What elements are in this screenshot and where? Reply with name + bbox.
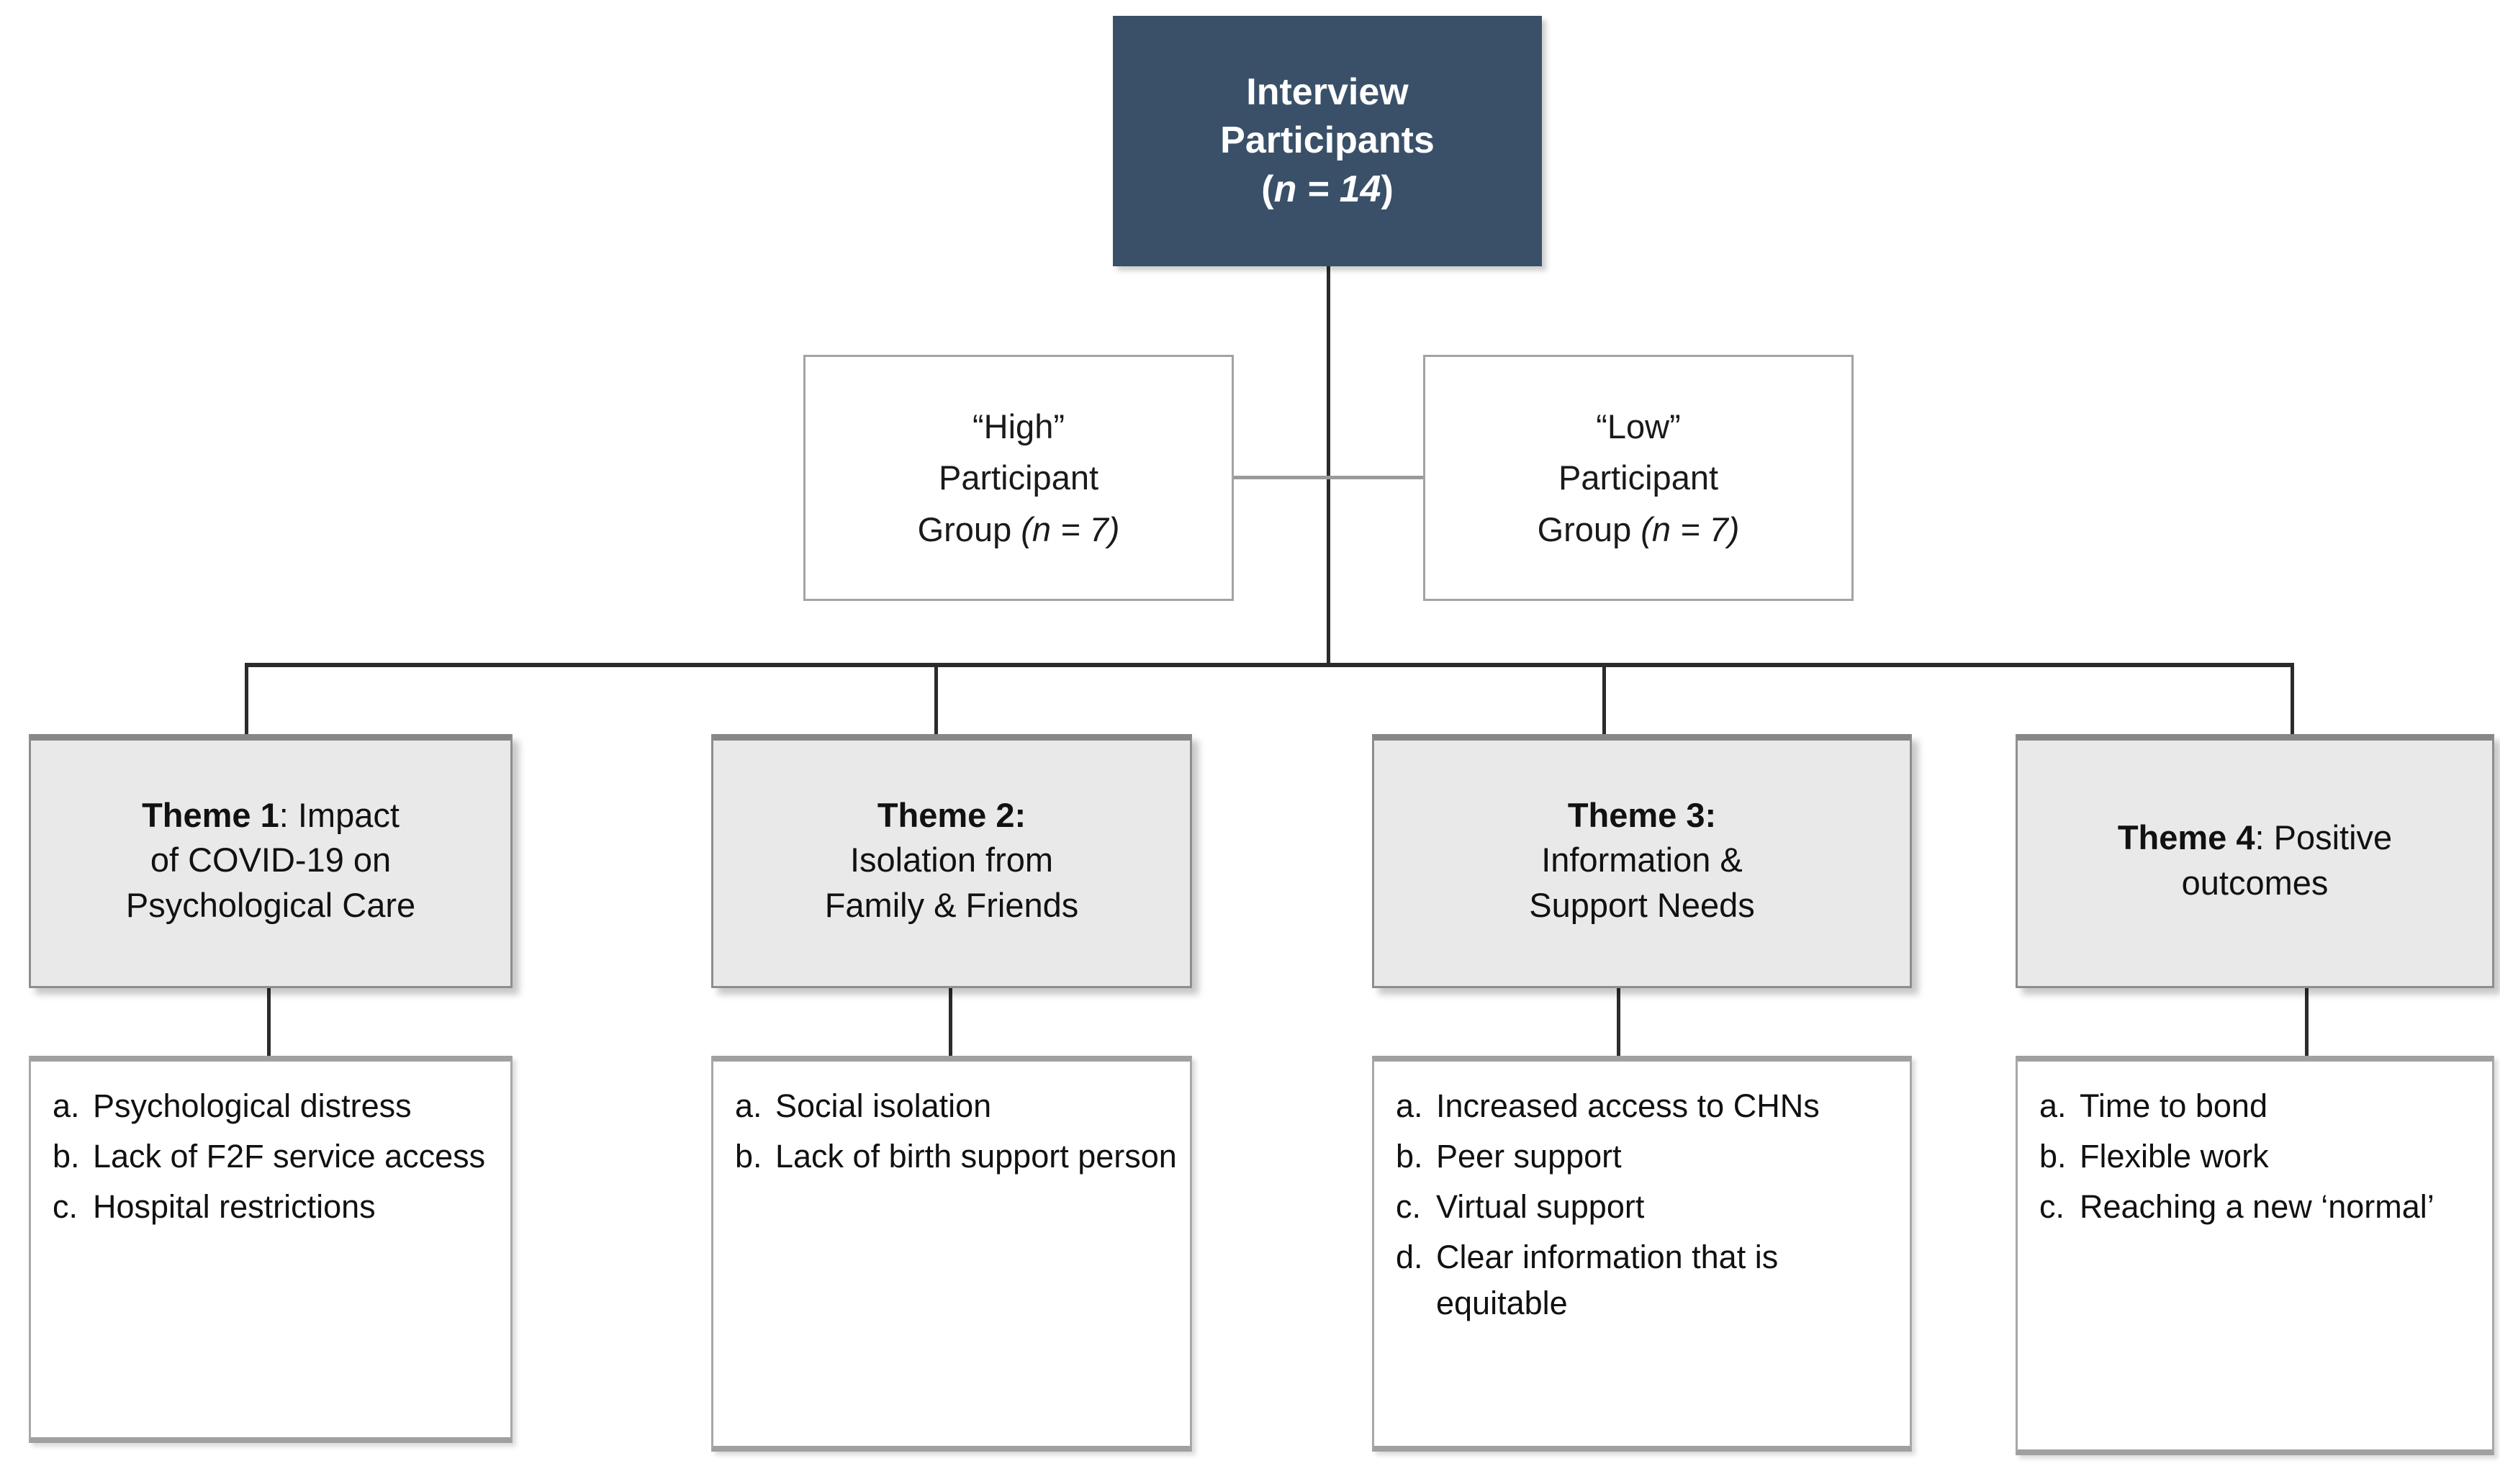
- list-item-text: Social isolation: [775, 1087, 992, 1124]
- connector-root-trunk: [1327, 266, 1330, 666]
- root-paren-close: ): [1381, 168, 1394, 210]
- detail-list-theme-1: a. Psychological distress b. Lack of F2F…: [53, 1083, 497, 1234]
- connector-theme-1-to-detail: [267, 987, 271, 1058]
- theme-box-1[interactable]: Theme 1: Impact of COVID-19 on Psycholog…: [29, 734, 513, 988]
- group-low-line-1: “Low”: [1596, 407, 1681, 445]
- root-sample-size: n = 14: [1273, 168, 1381, 210]
- list-item: c. Reaching a new ‘normal’: [2039, 1184, 2479, 1230]
- connector-drop-theme-1: [245, 663, 248, 737]
- list-marker: b.: [53, 1137, 80, 1175]
- list-item-text: Increased access to CHNs: [1436, 1087, 1820, 1124]
- theme-box-3[interactable]: Theme 3: Information & Support Needs: [1372, 734, 1912, 988]
- group-high-sample-size: (n = 7): [1021, 510, 1120, 548]
- group-box-low[interactable]: “Low” Participant Group (n = 7): [1423, 355, 1854, 601]
- root-paren-open: (: [1261, 168, 1274, 210]
- list-marker: a.: [53, 1087, 80, 1124]
- group-high-line-1: “High”: [973, 407, 1065, 445]
- list-marker: b.: [2039, 1137, 2067, 1175]
- theme-box-2[interactable]: Theme 2: Isolation from Family & Friends: [711, 734, 1192, 988]
- root-box-interview-participants[interactable]: Interview Participants (n = 14): [1113, 16, 1542, 266]
- detail-box-theme-3[interactable]: a. Increased access to CHNs b. Peer supp…: [1372, 1056, 1912, 1452]
- list-marker: c.: [2039, 1187, 2065, 1225]
- theme-2-label: Theme 2:: [877, 795, 1026, 834]
- list-item-text: Flexible work: [2080, 1137, 2269, 1175]
- theme-box-4[interactable]: Theme 4: Positive outcomes: [2016, 734, 2494, 988]
- theme-3-line-3: Support Needs: [1529, 885, 1755, 924]
- group-high-line-2: Participant: [938, 458, 1099, 497]
- list-marker: a.: [1396, 1087, 1423, 1124]
- list-item-text: Clear information that is equitable: [1436, 1238, 1779, 1321]
- theme-4-rest: : Positive: [2255, 818, 2393, 856]
- connector-distribution-bar: [245, 663, 2294, 667]
- detail-list-theme-2: a. Social isolation b. Lack of birth sup…: [735, 1083, 1177, 1184]
- connector-theme-3-to-detail: [1617, 987, 1620, 1058]
- theme-3-line-1: Theme 3:: [1386, 793, 1898, 838]
- detail-box-theme-4[interactable]: a. Time to bond b. Flexible work c. Reac…: [2016, 1056, 2494, 1455]
- root-line-1: Interview: [1246, 71, 1409, 113]
- group-box-high[interactable]: “High” Participant Group (n = 7): [803, 355, 1234, 601]
- root-line-3: (n = 14): [1126, 166, 1529, 214]
- list-item: b. Lack of birth support person: [735, 1134, 1177, 1180]
- theme-1-line-3: Psychological Care: [125, 885, 416, 924]
- detail-box-theme-1[interactable]: a. Psychological distress b. Lack of F2F…: [29, 1056, 513, 1443]
- list-item-text: Lack of F2F service access: [93, 1137, 486, 1175]
- theme-1-rest: : Impact: [279, 795, 400, 834]
- connector-drop-theme-3: [1602, 663, 1606, 737]
- list-item: a. Psychological distress: [53, 1083, 497, 1129]
- list-item-text: Psychological distress: [93, 1087, 412, 1124]
- list-item-text: Lack of birth support person: [775, 1137, 1177, 1175]
- root-line-2: Participants: [1220, 119, 1435, 162]
- theme-4-line-1: Theme 4: Positive: [2029, 815, 2481, 861]
- list-item: b. Flexible work: [2039, 1134, 2479, 1180]
- theme-4-line-2: outcomes: [2181, 863, 2329, 902]
- list-item-text: Peer support: [1436, 1137, 1622, 1175]
- connector-drop-theme-4: [2291, 663, 2294, 737]
- list-marker: b.: [1396, 1137, 1423, 1175]
- theme-2-line-3: Family & Friends: [824, 885, 1079, 924]
- group-low-line-3: Group (n = 7): [1435, 504, 1841, 555]
- connector-drop-theme-2: [934, 663, 938, 737]
- theme-3-label: Theme 3:: [1567, 795, 1717, 834]
- list-item: a. Increased access to CHNs: [1396, 1083, 1897, 1129]
- list-item: c. Hospital restrictions: [53, 1184, 497, 1230]
- theme-1-label: Theme 1: [142, 795, 279, 834]
- theme-1-line-1: Theme 1: Impact: [42, 793, 499, 838]
- list-marker: a.: [735, 1087, 762, 1124]
- list-marker: c.: [1396, 1187, 1422, 1225]
- group-high-line-3: Group (n = 7): [816, 504, 1222, 555]
- list-item: b. Lack of F2F service access: [53, 1134, 497, 1180]
- theme-1-line-2: of COVID-19 on: [150, 841, 392, 879]
- group-low-line-2: Participant: [1558, 458, 1719, 497]
- list-item-text: Time to bond: [2080, 1087, 2267, 1124]
- theme-3-line-2: Information &: [1541, 841, 1743, 879]
- group-low-group-label: Group: [1537, 510, 1641, 548]
- detail-box-theme-2[interactable]: a. Social isolation b. Lack of birth sup…: [711, 1056, 1192, 1452]
- group-high-group-label: Group: [917, 510, 1021, 548]
- list-item: b. Peer support: [1396, 1134, 1897, 1180]
- list-marker: b.: [735, 1137, 762, 1175]
- detail-list-theme-3: a. Increased access to CHNs b. Peer supp…: [1396, 1083, 1897, 1330]
- list-item-text: Virtual support: [1436, 1187, 1645, 1225]
- group-low-sample-size: (n = 7): [1641, 510, 1740, 548]
- connector-group-link: [1232, 476, 1425, 479]
- list-item-text: Hospital restrictions: [93, 1187, 376, 1225]
- list-item: d. Clear information that is equitable: [1396, 1234, 1897, 1326]
- list-marker: a.: [2039, 1087, 2067, 1124]
- connector-theme-2-to-detail: [949, 987, 952, 1058]
- detail-list-theme-4: a. Time to bond b. Flexible work c. Reac…: [2039, 1083, 2479, 1234]
- list-item: a. Time to bond: [2039, 1083, 2479, 1129]
- list-marker: d.: [1396, 1238, 1423, 1275]
- theme-4-label: Theme 4: [2117, 818, 2255, 856]
- theme-2-line-2: Isolation from: [849, 841, 1054, 879]
- list-item: c. Virtual support: [1396, 1184, 1897, 1230]
- list-item-text: Reaching a new ‘normal’: [2080, 1187, 2434, 1225]
- list-marker: c.: [53, 1187, 78, 1225]
- connector-theme-4-to-detail: [2305, 987, 2309, 1058]
- list-item: a. Social isolation: [735, 1083, 1177, 1129]
- theme-2-line-1: Theme 2:: [725, 793, 1178, 838]
